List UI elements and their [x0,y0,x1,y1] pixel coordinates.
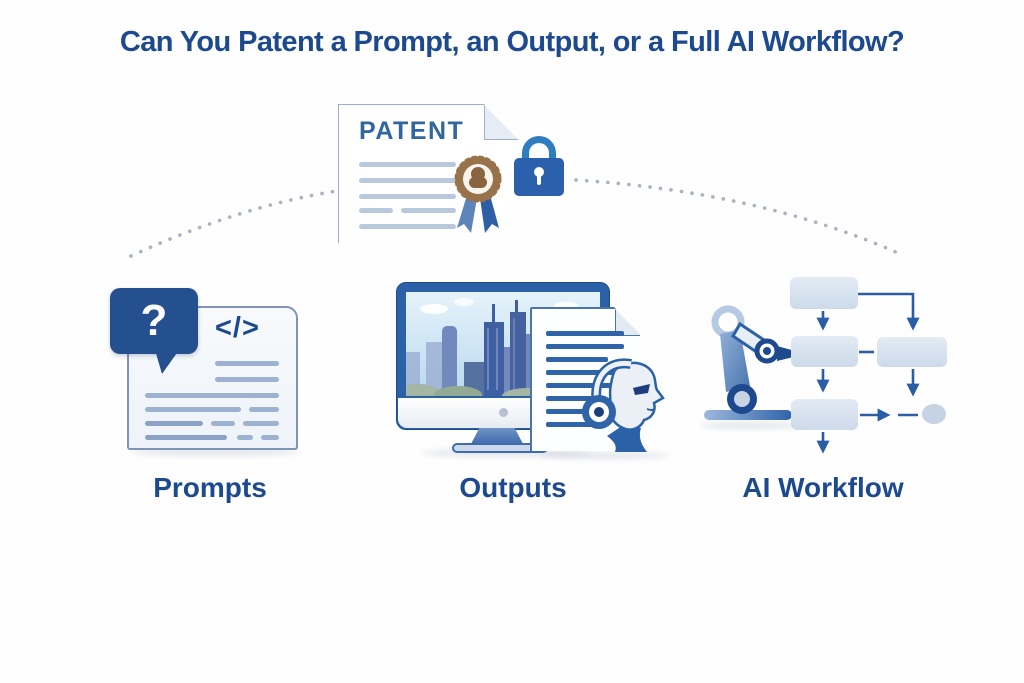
text-line [211,421,235,426]
shadow-robot-arm [700,422,800,429]
label-ai-workflow: AI Workflow [742,472,904,503]
text-line [261,435,279,440]
patent-heading: PATENT [359,117,465,145]
code-icon: </> [215,312,260,344]
label-prompts: Prompts [153,472,267,503]
monitor-stand [471,428,523,444]
text-line [546,396,604,401]
dotted-arc-connector-left [129,189,339,258]
shadow-prompts [130,448,300,456]
lock-shackle [522,136,556,169]
text-line [145,393,279,398]
text-line [359,178,456,183]
text-line [359,208,393,213]
flow-box [877,337,947,367]
text-line [546,409,616,414]
text-line [546,344,624,349]
text-line [145,421,203,426]
bubble-tail [155,350,179,374]
shadow-monitor [420,449,590,457]
text-line [243,421,279,426]
flow-box [790,277,858,309]
text-line [215,377,279,382]
padlock-icon [514,136,564,198]
text-line [401,208,456,213]
flow-end-node [922,404,946,424]
text-line [145,407,241,412]
page-title: Can You Patent a Prompt, an Output, or a… [119,26,905,58]
text-line [359,224,456,229]
patent-document: PATENT [338,104,518,243]
robot-arm-icon [704,305,806,420]
folded-corner-icon [484,105,518,140]
flow-box [791,399,858,430]
text-line [215,361,279,366]
text-line [546,383,624,388]
label-outputs: Outputs [459,472,567,503]
text-line [359,194,456,199]
text-line [237,435,253,440]
text-line [546,357,608,362]
text-line [546,370,624,375]
text-line [546,331,624,336]
shadow-output-doc [540,452,670,459]
flow-box [791,336,858,367]
award-seal-icon [454,155,502,233]
keyhole-stem [537,175,541,185]
text-line [546,422,594,427]
question-bubble-icon: ? [110,288,198,354]
power-button-dot [499,408,508,417]
text-line [359,162,456,167]
dotted-arc-connector-right [574,178,900,255]
robot-head-icon [582,358,665,452]
keyhole [534,167,544,177]
question-mark: ? [140,296,168,345]
text-line [145,435,227,440]
text-line [249,407,279,412]
